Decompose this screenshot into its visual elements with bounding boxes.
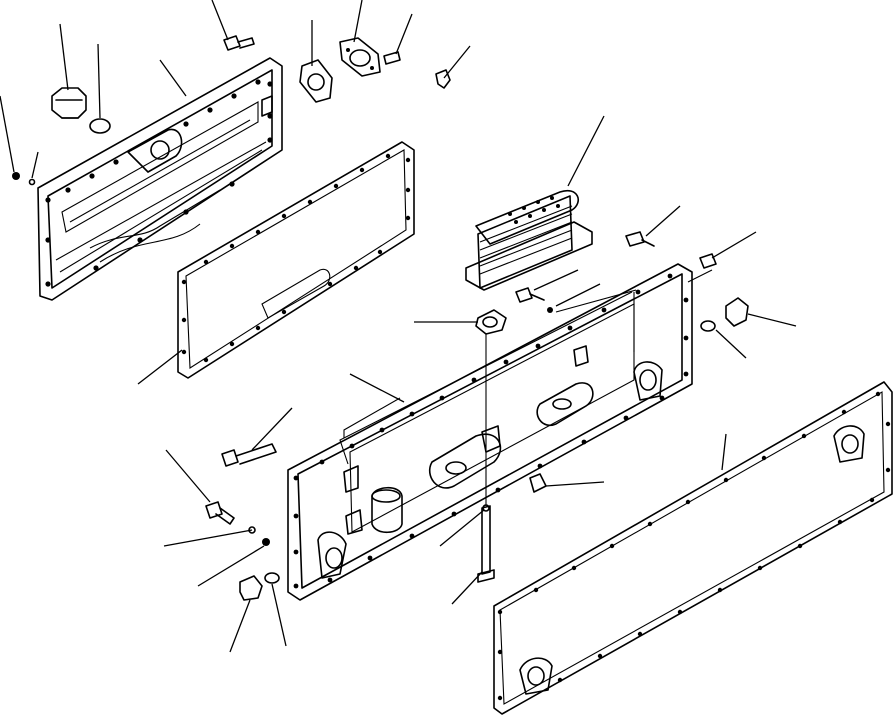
elbow-gasket: [299, 59, 333, 103]
bolt-cooler: [515, 287, 553, 313]
bolt-right-top: [383, 51, 401, 65]
cover-gasket: [177, 141, 415, 379]
cooler-gasket: [475, 309, 507, 335]
plug-right: [725, 297, 749, 327]
bolt-right-b: [699, 253, 717, 269]
top-cover-plate: [37, 57, 283, 301]
washer-left: [248, 526, 270, 546]
o-ring-right: [700, 320, 716, 332]
leader-lines: [0, 0, 797, 653]
main-housing: [287, 263, 693, 601]
housing-gasket: [493, 381, 893, 715]
plug-left: [239, 575, 263, 601]
bolt-short-left: [205, 501, 235, 525]
bolt-small-left: [12, 172, 36, 186]
o-ring-top: [89, 118, 111, 134]
long-bolt: [477, 504, 495, 583]
elbow-flange: [339, 37, 381, 77]
o-ring-left: [264, 572, 280, 584]
bolt-long-left: [221, 443, 277, 467]
clip: [435, 69, 451, 89]
small-fitting: [529, 473, 547, 493]
bolt-right-a: [625, 231, 655, 247]
plug: [51, 87, 87, 119]
oil-cooler: [465, 189, 593, 291]
bolt-top: [223, 35, 255, 51]
